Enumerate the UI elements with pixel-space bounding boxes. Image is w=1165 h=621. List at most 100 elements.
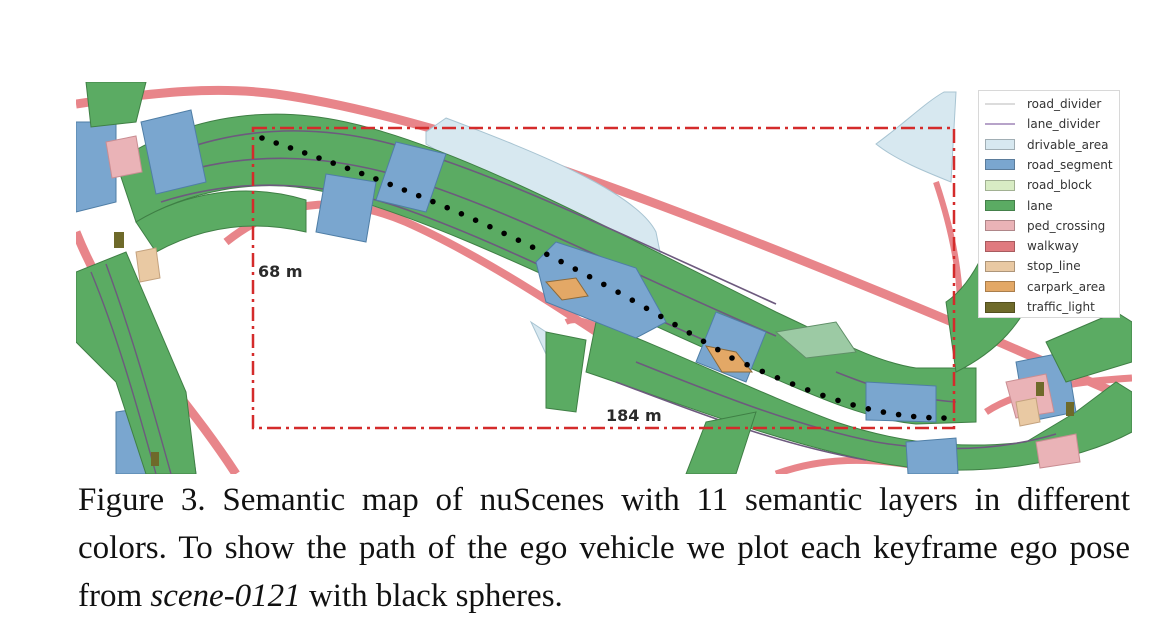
lane xyxy=(85,82,147,128)
ego-pose-dot xyxy=(941,415,947,421)
ego-pose-dot xyxy=(344,165,351,172)
ego-pose-dot xyxy=(487,223,493,230)
legend-swatch xyxy=(985,123,1015,126)
legend-label: road_block xyxy=(1027,178,1092,193)
legend-item: traffic_light xyxy=(985,297,1119,317)
caption-text: Figure 3. Semantic map of nuScenes with … xyxy=(78,482,1130,614)
legend-swatch xyxy=(985,159,1015,171)
ego-pose-dot xyxy=(835,397,841,404)
ego-pose-dot xyxy=(558,258,564,265)
legend-item: stop_line xyxy=(985,256,1119,276)
ego-pose-dot xyxy=(301,150,308,156)
legend-swatch xyxy=(985,103,1015,105)
legend-label: road_segment xyxy=(1027,157,1113,172)
ego-pose-dot xyxy=(458,211,465,217)
legend-item: road_divider xyxy=(985,94,1119,114)
ego-pose-dot xyxy=(544,251,550,258)
legend-item: ped_crossing xyxy=(985,216,1119,236)
ego-pose-dot xyxy=(316,155,322,161)
ego-pose-dot xyxy=(472,217,479,223)
legend-item: road_block xyxy=(985,175,1119,195)
ego-path xyxy=(259,135,947,421)
legend-item: drivable_area xyxy=(985,135,1119,155)
ego-pose-dot xyxy=(789,381,796,387)
lane xyxy=(585,321,1132,471)
legend-label: ped_crossing xyxy=(1027,218,1106,233)
ego-pose-dot xyxy=(287,145,294,151)
ego-pose-dot xyxy=(259,135,265,141)
traffic-lights xyxy=(114,232,1074,466)
ego-pose-dot xyxy=(910,413,917,420)
ego-pose-dot xyxy=(444,204,451,211)
ego-pose-dot xyxy=(744,361,750,368)
ego-pose-dot xyxy=(715,346,721,353)
legend-label: traffic_light xyxy=(1027,300,1095,314)
legend-label: carpark_area xyxy=(1027,279,1106,294)
legend-item: road_segment xyxy=(985,155,1119,175)
ego-pose-dot xyxy=(895,411,902,418)
lane xyxy=(545,331,587,413)
ego-pose-dot xyxy=(401,187,408,193)
semantic-map xyxy=(76,82,1132,474)
figure-caption: Figure 3. Semantic map of nuScenes with … xyxy=(78,476,1130,620)
legend-item: lane xyxy=(985,196,1119,216)
walkway-outline xyxy=(76,85,1132,405)
ego-pose-dot xyxy=(926,414,932,421)
legend-swatch xyxy=(985,301,1015,313)
ego-pose-dot xyxy=(820,392,826,399)
width-dimension-label: 184 m xyxy=(606,406,662,425)
ego-pose-dot xyxy=(629,297,636,303)
ego-pose-dot xyxy=(430,198,436,205)
ego-pose-dot xyxy=(387,181,394,188)
lane xyxy=(685,411,757,474)
ego-pose-dot xyxy=(729,355,735,361)
caption-scene-name: scene-0121 xyxy=(150,578,301,614)
legend-swatch xyxy=(985,260,1015,272)
legend-swatch xyxy=(985,281,1015,293)
ego-pose-dot xyxy=(615,289,621,295)
ego-pose-dot xyxy=(501,230,507,237)
lane xyxy=(135,190,307,253)
legend-swatch xyxy=(985,139,1015,151)
ego-pose-dot xyxy=(850,402,856,408)
ego-pose-dot xyxy=(273,140,279,146)
caption-text-end: with black spheres. xyxy=(300,578,563,614)
legend-item: walkway xyxy=(985,236,1119,256)
legend-swatch xyxy=(985,240,1015,252)
ego-pose-dot xyxy=(415,192,422,199)
legend-label: lane_divider xyxy=(1027,117,1100,132)
drivable-area xyxy=(875,91,957,183)
legend-item: lane_divider xyxy=(985,114,1119,134)
legend-swatch xyxy=(985,220,1015,232)
legend-label: stop_line xyxy=(1027,259,1081,274)
legend-item: carpark_area xyxy=(985,277,1119,297)
carpark-area xyxy=(545,277,754,373)
legend-label: walkway xyxy=(1027,239,1079,254)
ego-pose-dot xyxy=(865,406,872,412)
ego-pose-dot xyxy=(515,237,522,243)
ego-pose-dot xyxy=(686,330,693,336)
legend-label: lane xyxy=(1027,198,1053,213)
ego-pose-dot xyxy=(774,375,781,381)
ego-pose-dot xyxy=(358,170,365,177)
legend-swatch xyxy=(985,179,1015,191)
ego-pose-dot xyxy=(658,313,664,320)
ego-pose-dot xyxy=(601,281,607,288)
ego-pose-dot xyxy=(759,368,766,375)
height-dimension-label: 68 m xyxy=(258,262,303,281)
ego-pose-dot xyxy=(572,266,579,272)
stop-lines xyxy=(135,247,1041,427)
road-block xyxy=(774,321,857,359)
lane xyxy=(76,251,197,474)
ego-pose-dot xyxy=(672,321,678,328)
legend-label: road_divider xyxy=(1027,97,1102,111)
ego-pose-dot xyxy=(700,338,707,345)
ego-pose-dot xyxy=(586,273,593,280)
ego-pose-dot xyxy=(643,305,650,312)
roi-box xyxy=(251,126,956,430)
ego-pose-dot xyxy=(529,244,536,250)
ego-pose-dot xyxy=(804,387,811,393)
legend-label: drivable_area xyxy=(1027,137,1109,152)
ego-pose-dot xyxy=(330,160,336,166)
